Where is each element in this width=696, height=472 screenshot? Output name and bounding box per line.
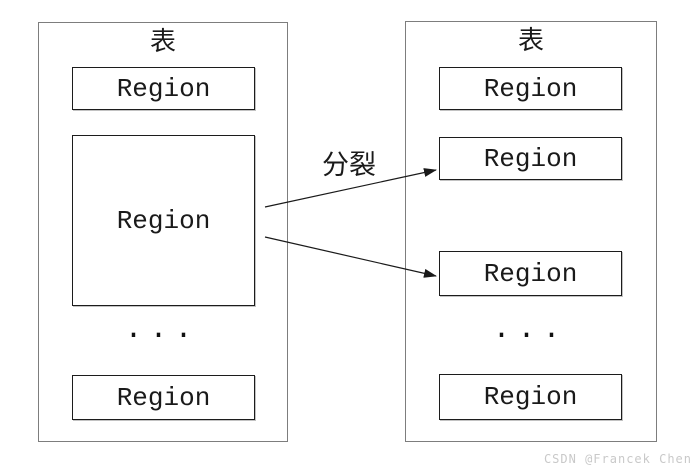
- right-region-2: Region: [439, 137, 622, 180]
- left-region-bottom: Region: [72, 375, 255, 420]
- right-table-title: 表: [517, 26, 544, 55]
- watermark-text: CSDN @Francek Chen: [543, 452, 692, 466]
- split-label: 分裂: [322, 150, 376, 180]
- right-ellipsis: ···: [492, 319, 568, 353]
- left-region-large: Region: [72, 135, 255, 306]
- left-region-top: Region: [72, 67, 255, 110]
- right-region-4: Region: [439, 374, 622, 420]
- left-ellipsis: ···: [124, 319, 200, 353]
- left-table-title: 表: [149, 27, 176, 56]
- right-region-3: Region: [439, 251, 622, 296]
- right-region-1: Region: [439, 67, 622, 110]
